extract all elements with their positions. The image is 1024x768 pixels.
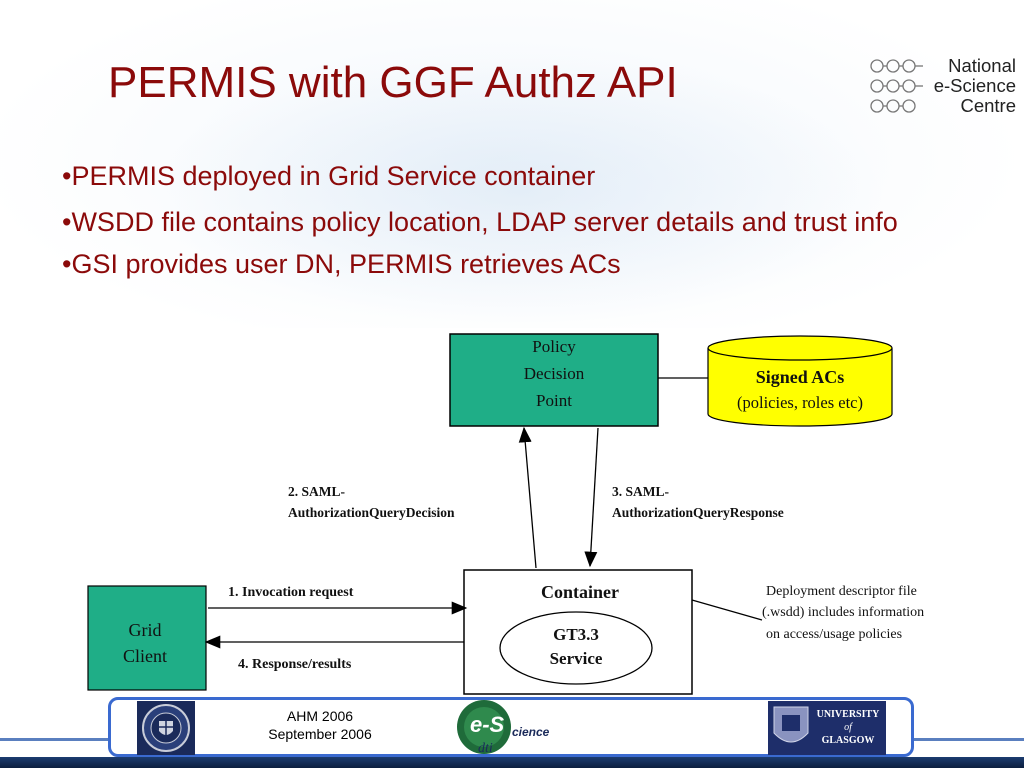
service-label: Service [550,649,603,668]
footer-event-date: September 2006 [268,726,372,742]
step3-label: AuthorizationQueryResponse [612,505,784,520]
service-label: GT3.3 [553,625,599,644]
architecture-diagram: Policy Decision Point Signed ACs (polici… [0,328,1024,700]
national-e-science-centre-logo: National e-Science Centre [868,56,1018,118]
footer-bar [0,757,1024,768]
grid-client-label: Grid [129,620,162,640]
pdp-box [449,333,659,427]
glasgow-line1: UNIVERSITY [817,709,881,720]
container-box [463,569,693,695]
logo-line-escience: e-Science [933,75,1016,96]
signed-acs-database-icon [707,335,893,427]
step3-label: 3. SAML- [612,484,669,499]
arrow-step2 [518,426,537,569]
glasgow-line3: GLASGOW [822,735,875,746]
esci-cience-text: cience [512,725,550,739]
step1-label: 1. Invocation request [228,585,354,600]
container-label: Container [541,582,619,602]
deploy-note: Deployment descriptor file [766,584,917,599]
background-swirl [0,0,1024,340]
deploy-note: on access/usage policies [766,627,902,642]
nesc-circles-icon [870,59,923,113]
signed-acs-subtitle: (policies, roles etc) [737,393,863,412]
pdp-label: Decision [524,364,585,383]
glasgow-line2: of [844,722,853,733]
esci-e-mark: e-S [470,712,505,737]
logo-line-national: National [948,55,1016,76]
logo-line-centre: Centre [960,95,1016,116]
step2-label: 2. SAML- [288,484,345,499]
pdp-label: Point [536,391,572,410]
footer-event-name: AHM 2006 [286,708,354,724]
grid-client-label: Client [123,646,167,666]
slide-title: PERMIS with GGF Authz API [108,58,678,107]
university-of-edinburgh-crest-icon [137,701,195,755]
deploy-note-line [691,599,763,621]
step2-label: AuthorizationQueryDecision [288,505,455,520]
bullet-item: •PERMIS deployed in Grid Service contain… [62,161,596,191]
esci-dti-text: dti [478,741,493,756]
e-science-dti-logo: e-S cience dti [457,700,550,756]
arrow-step3 [584,427,599,568]
bullet-item: •GSI provides user DN, PERMIS retrieves … [62,249,621,279]
footer-event-text: AHM 2006 September 2006 [250,707,390,743]
deploy-note: (.wsdd) includes information [762,605,924,620]
bullet-item: •WSDD file contains policy location, LDA… [62,207,898,237]
signed-acs-title: Signed ACs [756,367,845,387]
university-of-glasgow-logo: UNIVERSITY of GLASGOW [768,701,886,755]
step4-label: 4. Response/results [238,657,352,672]
bullet-list: •PERMIS deployed in Grid Service contain… [62,158,942,292]
pdp-label: Policy [532,337,576,356]
service-ellipse [499,611,653,685]
